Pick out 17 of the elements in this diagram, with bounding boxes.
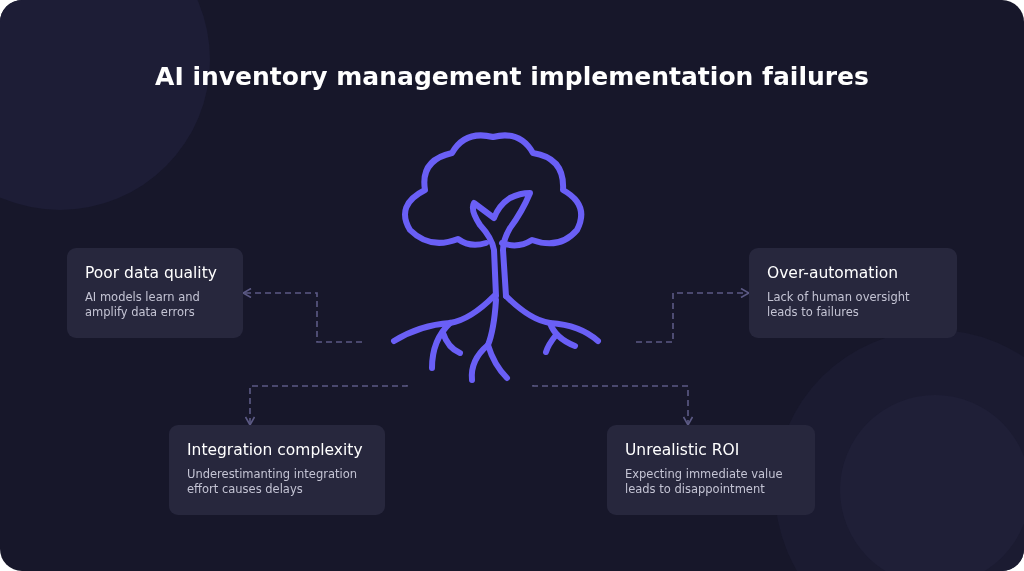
card-description: Lack of human oversight leads to failures [767,290,911,320]
failure-card [67,248,243,338]
card-description: AI models learn and amplify data errors [85,290,201,320]
failure-card [607,425,815,515]
dashed-arrow [532,384,694,426]
card-description: Expecting immediate value leads to disappointment [625,467,784,497]
card-heading: Unrealistic ROI [625,441,741,459]
card-heading: Over-automation [767,264,900,282]
diagram-title: AI inventory management implementation failures [154,62,870,91]
card-heading: Poor data quality [85,264,218,282]
card-heading: Integration complexity [187,441,364,459]
dashed-arrow [244,384,408,426]
card-description: Underestimanting integration effort causes delays [187,467,358,497]
failure-card [749,248,957,338]
dashed-arrow [635,287,750,343]
failure-card [169,425,385,515]
dashed-arrow [242,287,363,343]
